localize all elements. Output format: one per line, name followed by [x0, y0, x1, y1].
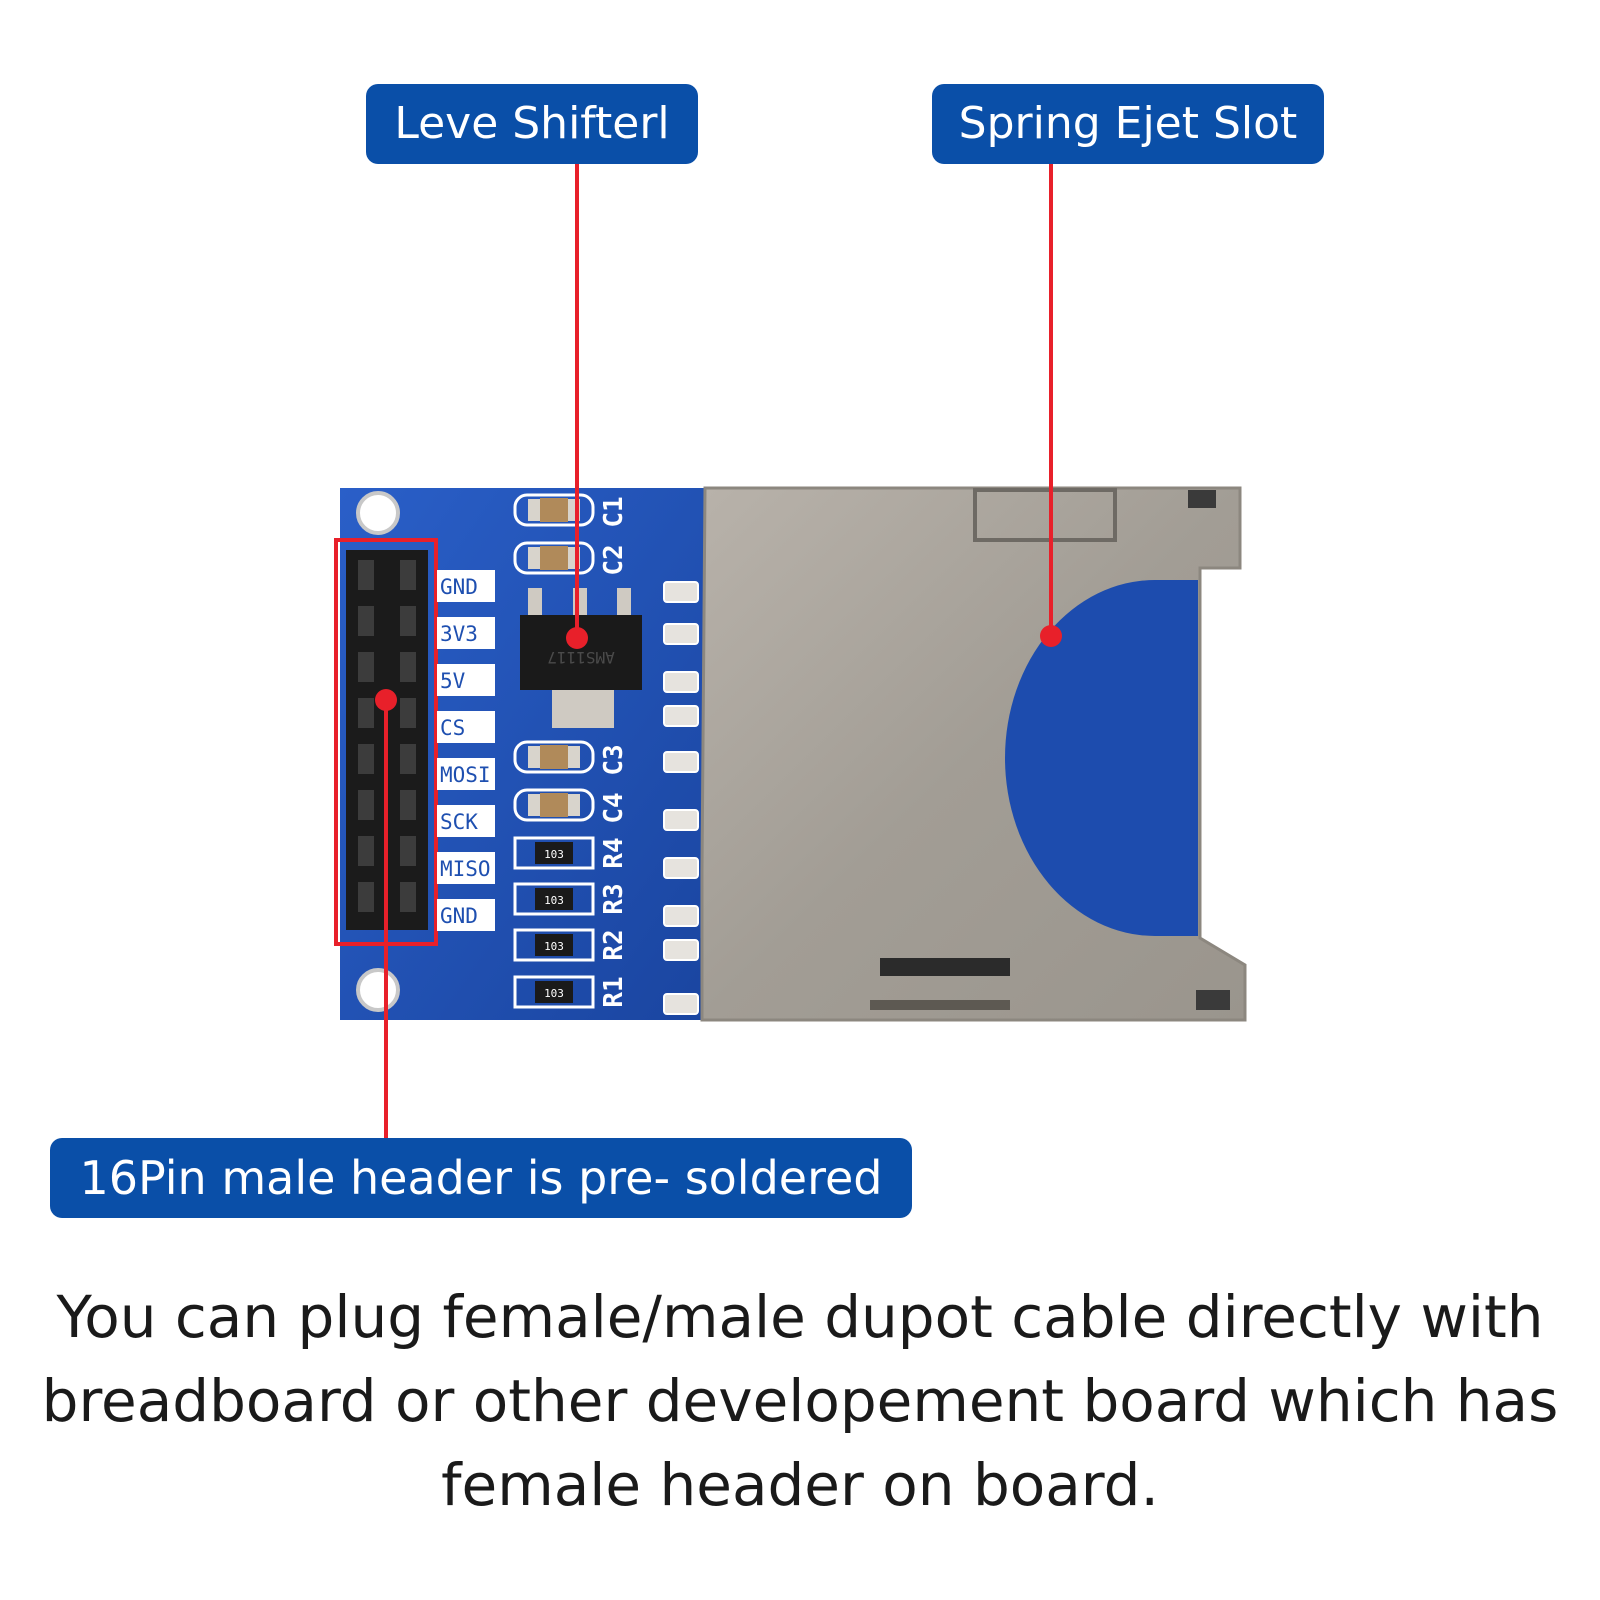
leader-dot-level-shifter	[566, 627, 588, 649]
resistor-code: 103	[544, 848, 564, 861]
slot-corner-clip	[1188, 490, 1216, 508]
resistor-outline	[513, 882, 595, 916]
leader-dot-slot	[1040, 625, 1062, 647]
header-pin	[400, 560, 416, 590]
leader-line-level-shifter	[575, 164, 579, 638]
resistor-outline	[513, 975, 595, 1009]
resistor-body	[535, 842, 573, 864]
header-pin	[400, 698, 416, 728]
header-pin	[358, 882, 374, 912]
slot-contact-pin	[663, 751, 699, 773]
label-r2: R2	[599, 929, 629, 960]
capacitor-c4	[513, 788, 595, 822]
header-pin	[400, 836, 416, 866]
pin-label: SCK	[440, 810, 478, 834]
pin-label-box	[437, 899, 495, 931]
pin-label: GND	[440, 904, 478, 928]
leader-line-header	[384, 700, 388, 1140]
header-pin	[400, 606, 416, 636]
label-c3: C3	[599, 744, 629, 775]
pin-label-box	[437, 711, 495, 743]
header-pin	[358, 652, 374, 682]
caption-line-1: You can plug female/male dupot cable dir…	[56, 1283, 1544, 1351]
header-pin	[358, 560, 374, 590]
slot-spring-tab	[870, 1000, 1010, 1010]
label-c1: C1	[599, 496, 629, 527]
regulator-marking: AMS1117	[547, 648, 614, 667]
slot-card-window	[1005, 580, 1198, 936]
slot-contact-pin	[663, 939, 699, 961]
pin-label-box	[437, 617, 495, 649]
slot-contact-pin	[663, 623, 699, 645]
callout-pin-header: 16Pin male header is pre- soldered	[50, 1138, 912, 1218]
caption-line-3: female header on board.	[441, 1451, 1159, 1519]
slot-contact-pin	[663, 905, 699, 927]
label-r3: R3	[599, 883, 629, 914]
resistor-code: 103	[544, 987, 564, 1000]
caption-line-2: breadboard or other developement board w…	[41, 1367, 1559, 1435]
capacitor-c2	[513, 541, 595, 575]
pin-label-list: GND 3V3 5V CS MOSI SCK MISO GND	[437, 570, 495, 931]
label-c4: C4	[599, 792, 629, 823]
leader-dot-header	[375, 689, 397, 711]
slot-contact-pin	[663, 671, 699, 693]
pin-label-box	[437, 805, 495, 837]
header-pin	[358, 790, 374, 820]
pin-label: 3V3	[440, 622, 478, 646]
slot-corner-clip-bottom	[1196, 990, 1230, 1010]
slot-contact-pin	[663, 993, 699, 1015]
slot-contacts	[663, 581, 699, 1015]
slot-top-rail	[973, 488, 1117, 542]
voltage-regulator-chip: AMS1117	[520, 588, 642, 728]
slot-bottom-rail	[880, 958, 1010, 976]
pin-label: MISO	[440, 857, 491, 881]
resistor-code: 103	[544, 940, 564, 953]
capacitor-c3	[513, 740, 595, 774]
resistor-code: 103	[544, 894, 564, 907]
resistor-body	[535, 888, 573, 910]
slot-contact-pin	[663, 705, 699, 727]
pin-label-box	[437, 570, 495, 602]
mounting-hole-bottom	[356, 968, 400, 1012]
pin-label: MOSI	[440, 763, 491, 787]
pin-label: 5V	[440, 669, 466, 693]
header-pin	[400, 882, 416, 912]
header-pin	[358, 836, 374, 866]
label-r4: R4	[599, 837, 629, 868]
callout-spring-eject-slot: Spring Ejet Slot	[932, 84, 1324, 164]
slot-contact-pin	[663, 857, 699, 879]
header-pin	[358, 698, 374, 728]
header-pin	[400, 790, 416, 820]
slot-contact-pin	[663, 809, 699, 831]
mounting-hole-top	[356, 491, 400, 535]
header-pin	[400, 652, 416, 682]
pin-label-box	[437, 664, 495, 696]
header-pin	[400, 744, 416, 774]
pin-label-box	[437, 758, 495, 790]
pin-label: GND	[440, 575, 478, 599]
label-r1: R1	[599, 976, 629, 1007]
pin-label-box	[437, 852, 495, 884]
callout-level-shifter: Leve Shifterl	[366, 84, 698, 164]
leader-line-slot	[1049, 164, 1053, 636]
resistor-outline	[513, 836, 595, 870]
header-pin	[358, 606, 374, 636]
resistor-body	[535, 934, 573, 956]
caption: You can plug female/male dupot cable dir…	[40, 1275, 1560, 1527]
pin-label: CS	[440, 716, 465, 740]
resistor-body	[535, 981, 573, 1003]
resistor-outline	[513, 928, 595, 962]
label-c2: C2	[599, 544, 629, 575]
resistor-array: 103 103 103 103	[513, 836, 595, 1009]
slot-contact-pin	[663, 581, 699, 603]
header-pin	[358, 744, 374, 774]
